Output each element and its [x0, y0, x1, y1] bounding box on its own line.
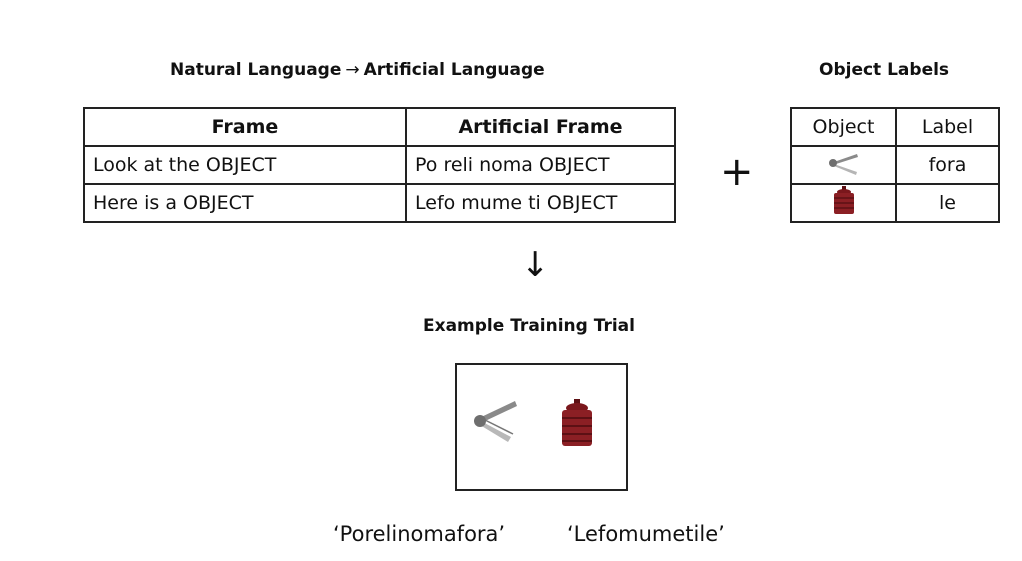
red-canister-icon: [562, 399, 592, 446]
right-arrow-icon: →: [345, 60, 360, 80]
artificial-frame-cell: Lefo mume ti OBJECT: [405, 183, 676, 223]
object-cell: [790, 183, 897, 223]
utterance-right: ‘Lefomumetile’: [567, 522, 725, 546]
utterance-left: ‘Porelinomafora’: [333, 522, 506, 546]
frames-header-row: Frame Artificial Frame: [83, 107, 676, 147]
natural-language-label: Natural Language: [170, 60, 342, 80]
natural-to-artificial-heading: Natural Language→Artificial Language: [170, 60, 545, 80]
object-labels-table: Object Label fora le: [790, 107, 1000, 223]
red-canister-icon: [833, 185, 854, 214]
artificial-language-label: Artificial Language: [363, 60, 545, 80]
frames-table: Frame Artificial Frame Look at the OBJEC…: [83, 107, 676, 223]
object-cell: [790, 145, 897, 185]
frame-cell: Look at the OBJECT: [83, 145, 407, 185]
table-row: Here is a OBJECT Lefo mume ti OBJECT: [83, 183, 676, 223]
label-header: Label: [895, 107, 1000, 147]
artificial-frame-cell: Po reli noma OBJECT: [405, 145, 676, 185]
label-cell: le: [895, 183, 1000, 223]
table-row: Look at the OBJECT Po reli noma OBJECT: [83, 145, 676, 185]
table-row: fora: [790, 145, 1000, 185]
label-cell: fora: [895, 145, 1000, 185]
down-arrow-icon: ↓: [521, 245, 550, 285]
labels-header-row: Object Label: [790, 107, 1000, 147]
trial-display-box: [455, 363, 628, 491]
stapler-remover-icon: [474, 401, 517, 442]
frame-header: Frame: [83, 107, 407, 147]
frame-cell: Here is a OBJECT: [83, 183, 407, 223]
object-labels-heading: Object Labels: [819, 60, 950, 80]
object-header: Object: [790, 107, 897, 147]
example-trial-heading: Example Training Trial: [423, 316, 635, 336]
stapler-remover-icon: [828, 153, 858, 175]
artificial-frame-header: Artificial Frame: [405, 107, 676, 147]
table-row: le: [790, 183, 1000, 223]
plus-operator: +: [720, 149, 754, 195]
